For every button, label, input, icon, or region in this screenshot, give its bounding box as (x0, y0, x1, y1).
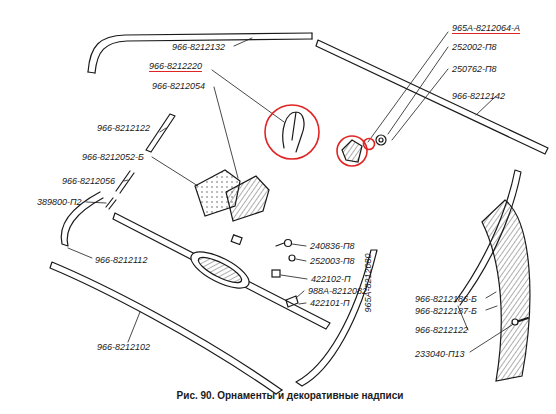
right-molding (316, 40, 548, 154)
highlight-circle (265, 105, 319, 159)
part-number: 252003-П8 (310, 256, 355, 266)
part-number: 966-8212056 (62, 176, 115, 186)
part-number: 240836-П8 (310, 241, 355, 251)
part-number: 966-8212052-Б (82, 152, 144, 162)
part-number: 966-8212187-Б (415, 306, 477, 316)
part-number: 250762-П8 (452, 64, 497, 74)
part-number: 966-8212132 (172, 42, 225, 52)
part-number: 966-8212112 (95, 255, 147, 265)
part-number: 966-8212054 (152, 81, 205, 91)
part-number: 966-8212102 (97, 342, 150, 352)
top-molding (88, 33, 312, 72)
part-number: 965А-8212080 (363, 253, 373, 312)
part-number: 233040-П13 (415, 349, 465, 359)
wire-clip (283, 112, 304, 152)
part-number: 965А-8212064-А (452, 23, 520, 34)
part-number: 389800-П2 (37, 197, 82, 207)
figure-caption: Рис. 90. Орнаменты и декоративные надпис… (177, 390, 404, 402)
part-number: 966-8212122 (415, 325, 468, 335)
part-number: 966-8212186-Б (415, 294, 477, 304)
part-number: 966-8212220 (149, 61, 202, 72)
part-number: 988А-8212082 (308, 286, 367, 296)
part-number: 422101-П (310, 298, 350, 308)
emblem-piece (342, 140, 362, 162)
highlight-circle (337, 136, 367, 166)
part-number: 966-8212122 (97, 123, 150, 133)
highlight-ring (364, 139, 375, 150)
grille-ornament (113, 213, 330, 329)
part-number: 422102-П (311, 274, 351, 284)
side-emblem (482, 200, 530, 381)
strip (146, 114, 175, 152)
part-number: 252002-П8 (452, 42, 497, 52)
part-number: 966-8212142 (452, 91, 505, 101)
side-strip (296, 250, 377, 386)
